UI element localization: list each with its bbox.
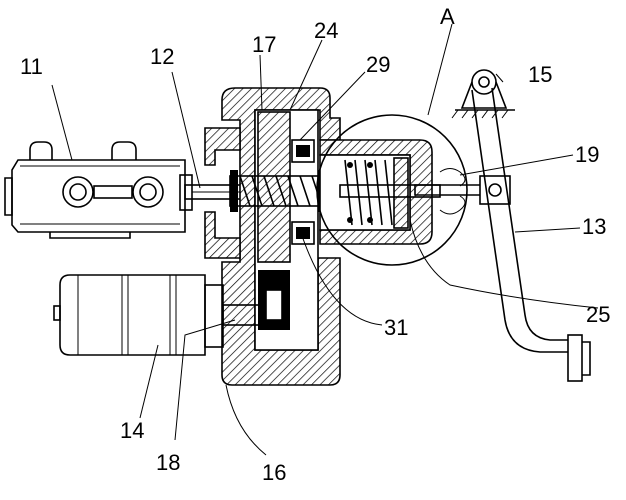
label-24: 24	[314, 18, 338, 43]
label-15: 15	[528, 62, 552, 87]
label-19: 19	[575, 142, 599, 167]
label-25: 25	[586, 302, 610, 327]
bearing	[291, 139, 315, 245]
brake-pedal	[451, 69, 591, 382]
motor	[53, 274, 264, 356]
gear-disc	[257, 111, 291, 330]
label-16: 16	[262, 460, 286, 485]
label-29: 29	[366, 52, 390, 77]
label-13: 13	[582, 214, 606, 239]
label-31: 31	[384, 315, 408, 340]
leader-lines	[51, 23, 599, 456]
label-17: 17	[252, 32, 276, 57]
label-14: 14	[120, 418, 144, 443]
detail-circle-a	[316, 114, 468, 266]
connecting-rod	[414, 168, 511, 215]
spring-chamber	[319, 139, 441, 245]
label-a: A	[440, 4, 455, 29]
label-12: 12	[150, 44, 174, 69]
label-11: 11	[20, 54, 43, 79]
label-18: 18	[156, 450, 180, 475]
part-labels: 11 12 17 24 29 A 15 19 13 25 31 14 18 16	[20, 4, 610, 485]
master-cylinder	[4, 141, 186, 239]
